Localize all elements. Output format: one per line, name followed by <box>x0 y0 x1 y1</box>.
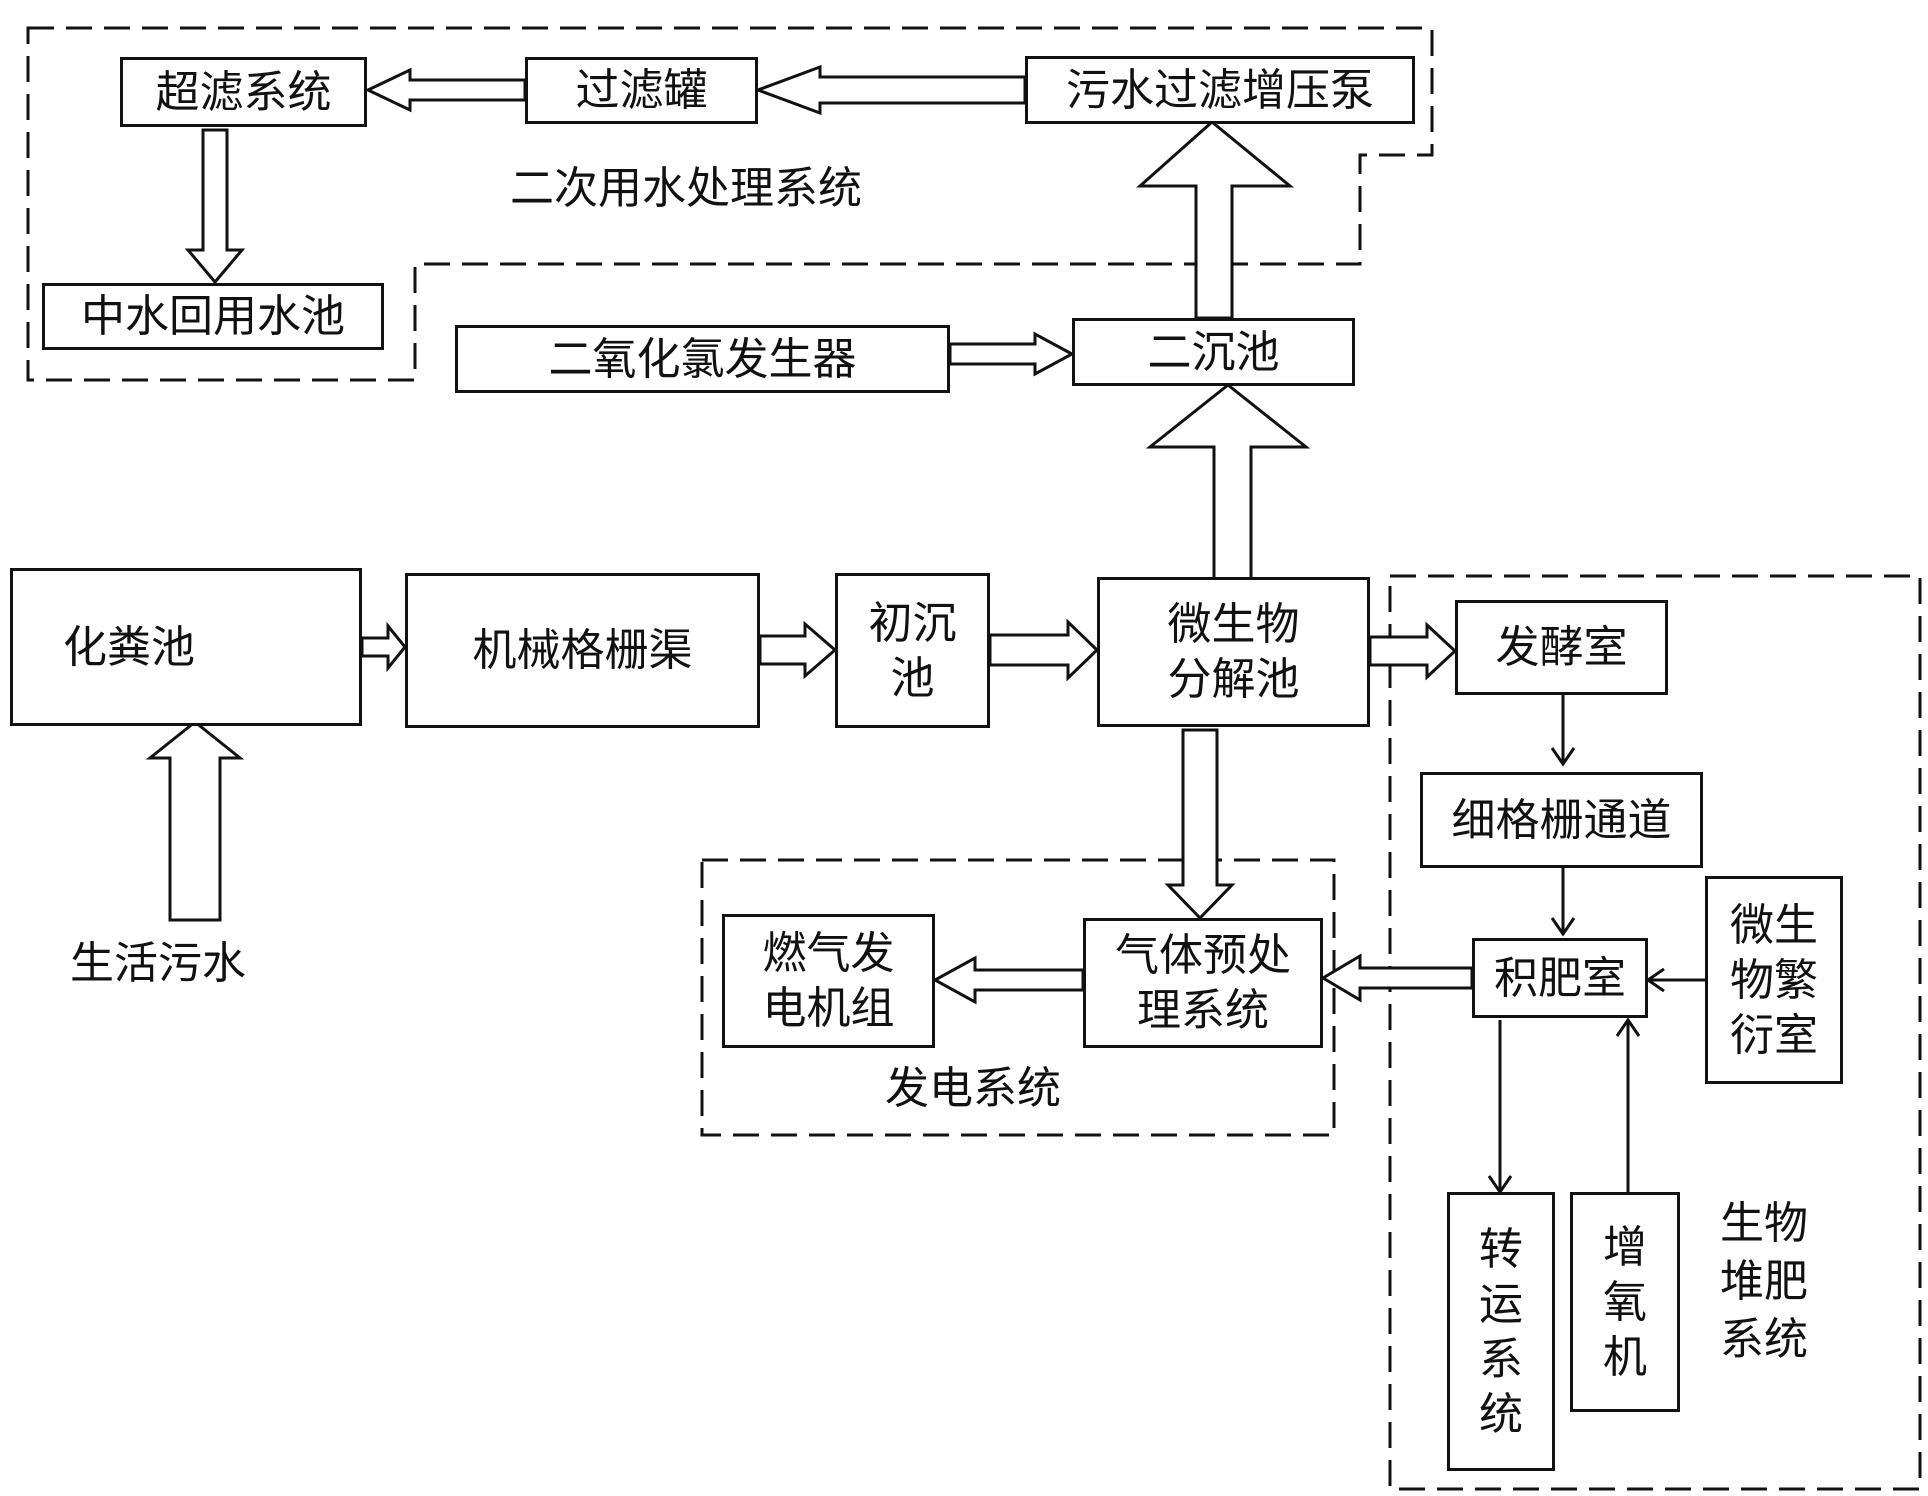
microbe-breeding-room: 微生 物繁 衍室 <box>1705 876 1843 1084</box>
fermentation-room: 发酵室 <box>1455 600 1668 695</box>
septic-tank: 化粪池 <box>10 568 362 726</box>
power-group-boundary <box>700 858 1336 1137</box>
arrow-septic-to-screen <box>360 621 407 673</box>
arrow-clo2-to-secondary-settling <box>948 331 1076 377</box>
bio-compost-system-label: 生物 堆肥 系统 <box>1720 1198 1808 1366</box>
arrow-microbial-to-secondary-settling <box>1145 383 1311 582</box>
arrow-microbial-to-fermentation <box>1368 621 1458 681</box>
compost-room: 积肥室 <box>1472 938 1648 1018</box>
microbial-decomposition-pool: 微生物 分解池 <box>1097 577 1370 727</box>
arrow-secondary-settling-to-pump <box>1136 120 1295 320</box>
reclaimed-water-pool: 中水回用水池 <box>42 283 384 350</box>
arrow-gas-pretreat-to-generator <box>931 955 1085 1005</box>
arrow-ultrafiltration-to-reclaimed-pool <box>184 128 246 285</box>
arrow-aerator-to-compost-head <box>1615 1017 1641 1037</box>
arrow-sewage-to-septic <box>145 720 245 922</box>
ultrafiltration-system: 超滤系统 <box>120 57 367 127</box>
arrow-microbe-room-to-compost-head <box>1645 967 1665 993</box>
arrow-screen-to-primary <box>758 620 838 680</box>
secondary-water-system-label: 二次用水处理系统 <box>510 163 862 214</box>
arrow-fine-screen-to-compost-head <box>1550 917 1576 937</box>
mechanical-screen-channel: 机械格栅渠 <box>405 573 760 728</box>
arrow-fermentation-to-fine-screen-head <box>1550 747 1576 767</box>
secondary-water-group-boundary <box>26 26 1434 382</box>
transport-system: 转 运 系 统 <box>1447 1192 1555 1471</box>
gas-generator-set: 燃气发 电机组 <box>722 914 935 1048</box>
fine-screen-channel: 细格栅通道 <box>1420 772 1703 868</box>
filter-tank: 过滤罐 <box>525 57 758 124</box>
chlorine-dioxide-generator: 二氧化氯发生器 <box>455 325 950 393</box>
domestic-sewage-label: 生活污水 <box>70 938 246 989</box>
aerator: 增 氧 机 <box>1570 1192 1680 1412</box>
secondary-settling-tank: 二沉池 <box>1072 318 1355 386</box>
arrow-primary-to-microbial <box>988 618 1100 682</box>
gas-pretreatment-system: 气体预处 理系统 <box>1083 918 1323 1048</box>
arrow-microbial-to-gas-pretreat <box>1164 728 1236 921</box>
arrow-filter-tank-to-ultrafiltration <box>364 67 527 113</box>
sewage-filter-booster-pump: 污水过滤增压泵 <box>1025 56 1415 124</box>
power-system-label: 发电系统 <box>885 1063 1061 1114</box>
arrow-pump-to-filter-tank <box>753 64 1027 116</box>
arrow-compost-to-gas-pretreat <box>1320 953 1474 1003</box>
primary-settling-tank: 初沉 池 <box>835 573 990 728</box>
